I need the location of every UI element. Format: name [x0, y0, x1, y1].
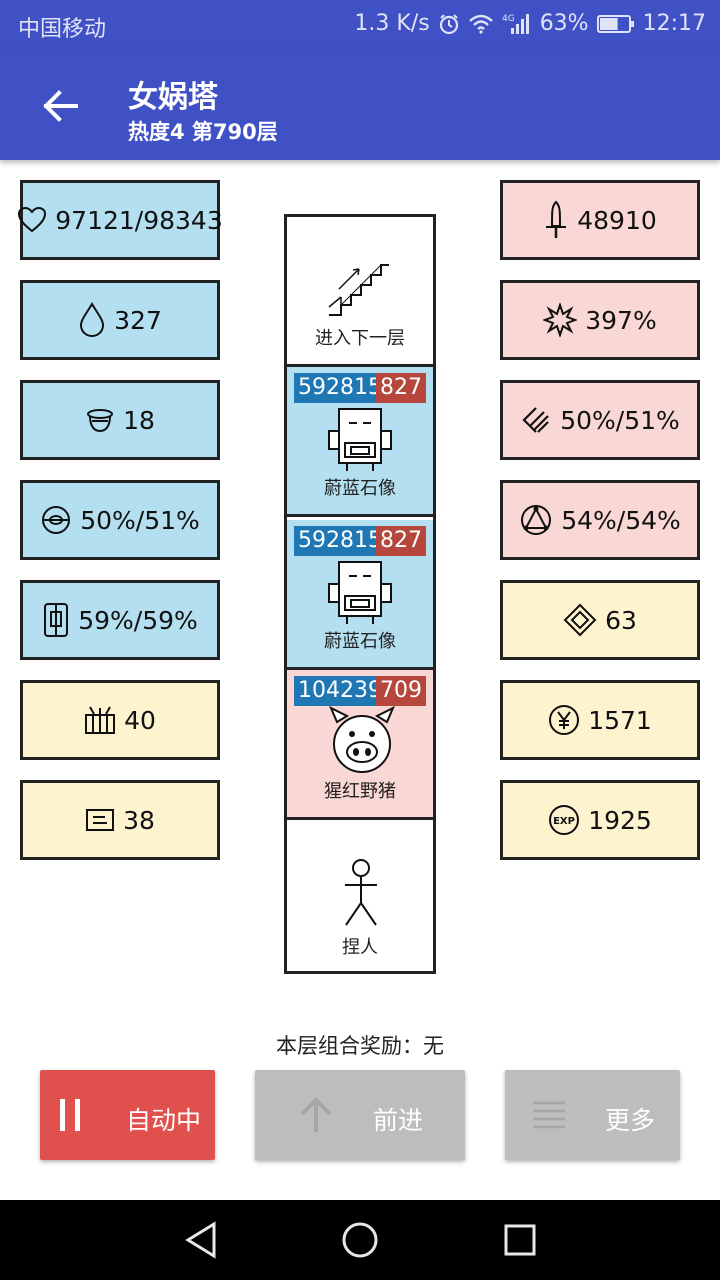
page-title: 女娲塔 [128, 80, 218, 115]
network-type: 4G [502, 14, 515, 24]
stick-figure-icon [345, 859, 377, 926]
enemy-attack: 827 [376, 373, 426, 403]
enemy-name: 蔚蓝石像 [324, 631, 396, 652]
battery-icon [596, 14, 635, 34]
stairs-label: 进入下一层 [315, 328, 405, 349]
nav-home-icon[interactable] [338, 1218, 382, 1262]
stat-value: 63 [605, 605, 637, 635]
menu-icon [533, 1101, 565, 1129]
drop-icon [80, 302, 105, 338]
enemy-hp: 592815 [294, 373, 386, 403]
carrier-name: 中国移动 [18, 17, 107, 42]
auto-button[interactable]: 自动中 [40, 1070, 215, 1160]
clock: 12:17 [642, 11, 706, 36]
sword-icon [546, 200, 567, 238]
back-arrow-icon [43, 90, 78, 122]
enemy-name: 猩红野猪 [324, 781, 396, 802]
stat-value: 59%/59% [78, 605, 198, 635]
network-speed: 1.3 K/s [354, 11, 430, 36]
enemy-cell-2[interactable]: 592815 827 蔚蓝石像 [287, 520, 433, 670]
stat-resist: 50%/51% [20, 480, 220, 560]
stat-value: 54%/54% [561, 505, 681, 535]
alarm-icon [438, 13, 460, 35]
heart-icon [18, 206, 47, 233]
enemy-name: 蔚蓝石像 [324, 478, 396, 499]
player-cell[interactable]: 捏人 [287, 823, 433, 973]
helmet-icon [87, 409, 114, 433]
status-right: 1.3 K/s 4G 63% 12:17 [354, 11, 706, 36]
stat-scroll: 38 [20, 780, 220, 860]
signal-icon: 4G [502, 13, 532, 35]
stat-defense: 18 [20, 380, 220, 460]
more-button[interactable]: 更多 [505, 1070, 680, 1160]
wifi-icon [468, 14, 494, 34]
stat-mp: 327 [20, 280, 220, 360]
enemy-attack: 827 [376, 526, 426, 556]
battery-percent: 63% [539, 11, 589, 36]
enemy-hp: 104239 [294, 676, 386, 706]
orb-icon [42, 506, 71, 534]
yen-coin-icon [549, 705, 580, 735]
triangle-circle-icon [521, 505, 552, 535]
stone-statue-icon [328, 561, 392, 624]
back-button[interactable] [36, 82, 84, 130]
stat-value: 397% [585, 305, 657, 335]
tower-column: 进入下一层 592815 827 蔚蓝石像 592815 827 蔚蓝石像 10… [284, 214, 436, 974]
more-button-label: 更多 [605, 1106, 656, 1135]
system-nav-bar [0, 1200, 720, 1280]
stat-armor: 59%/59% [20, 580, 220, 660]
stat-value: 97121/98343 [55, 205, 223, 235]
chest-icon [85, 706, 116, 734]
svg-text:EXP: EXP [553, 816, 575, 827]
auto-button-label: 自动中 [126, 1106, 202, 1135]
scroll-icon [86, 809, 115, 831]
stairs-cell[interactable]: 进入下一层 [287, 217, 433, 367]
stone-statue-icon [328, 408, 392, 471]
enemy-attack: 709 [376, 676, 426, 706]
stat-gold: 1571 [500, 680, 700, 760]
burst-icon [543, 303, 578, 337]
stat-value: 327 [114, 305, 162, 335]
stairs-icon [328, 264, 389, 316]
diamond-icon [563, 603, 597, 637]
slash-icon [522, 407, 549, 433]
pause-icon [60, 1099, 80, 1131]
floor-reward-text: 本层组合奖励：无 [276, 1034, 444, 1058]
armor-icon [44, 603, 69, 637]
exp-icon: EXP [549, 805, 580, 835]
status-bar: 中国移动 1.3 K/s 4G 63% 12:17 [0, 0, 720, 50]
page-subtitle: 热度4 第790层 [128, 120, 278, 144]
enemy-cell-3[interactable]: 104239 709 猩红野猪 [287, 670, 433, 820]
stat-crit: 397% [500, 280, 700, 360]
app-bar: 女娲塔 热度4 第790层 [0, 50, 720, 160]
stat-value: 38 [123, 805, 155, 835]
stat-gem: 63 [500, 580, 700, 660]
forward-button-label: 前进 [373, 1106, 424, 1135]
nav-recents-icon[interactable] [498, 1218, 542, 1262]
player-label: 捏人 [342, 937, 378, 958]
stat-value: 50%/51% [560, 405, 680, 435]
stat-value: 48910 [577, 205, 657, 235]
arrow-up-icon [300, 1097, 332, 1132]
stat-chest: 40 [20, 680, 220, 760]
stat-value: 50%/51% [80, 505, 200, 535]
enemy-hp: 592815 [294, 526, 386, 556]
stat-value: 1925 [588, 805, 652, 835]
stat-value: 1571 [588, 705, 652, 735]
stat-attack: 48910 [500, 180, 700, 260]
stat-value: 40 [124, 705, 156, 735]
boar-icon [329, 706, 395, 773]
stat-hp: 97121/98343 [18, 180, 223, 260]
stat-exp: EXP 1925 [500, 780, 700, 860]
stat-magic: 54%/54% [500, 480, 700, 560]
enemy-cell-1[interactable]: 592815 827 蔚蓝石像 [287, 367, 433, 517]
forward-button[interactable]: 前进 [255, 1070, 465, 1160]
stat-value: 18 [123, 405, 155, 435]
nav-back-icon[interactable] [180, 1218, 224, 1262]
stat-pierce: 50%/51% [500, 380, 700, 460]
